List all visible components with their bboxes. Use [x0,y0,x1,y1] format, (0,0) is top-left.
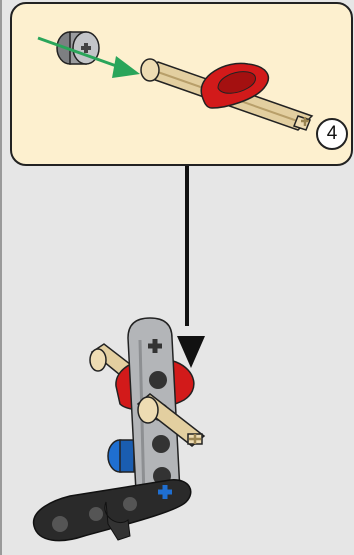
blue-bush-part [108,440,134,472]
black-down-arrow-icon [177,336,205,368]
black-horizontal-beam-part [34,480,191,541]
